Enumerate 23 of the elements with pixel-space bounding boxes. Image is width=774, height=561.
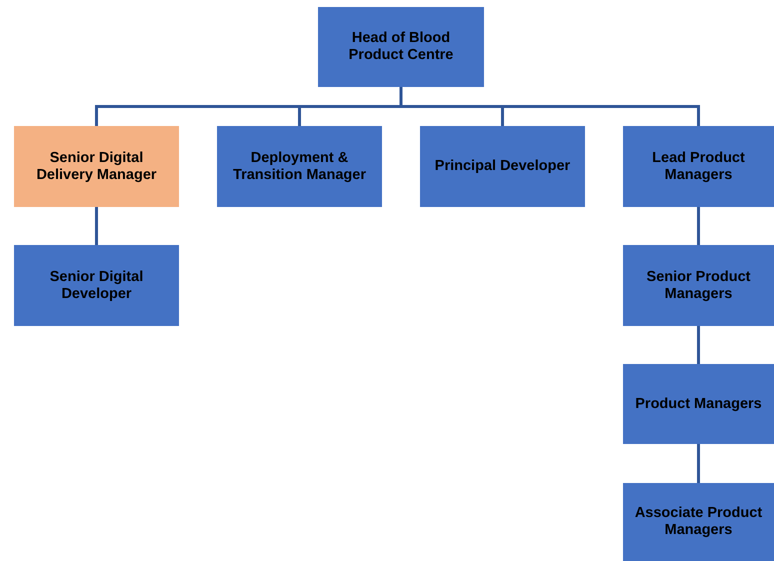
connector-line	[697, 207, 700, 245]
role-title: Lead Product Managers	[651, 150, 746, 184]
role-box	[14, 245, 179, 326]
connector-line	[95, 207, 98, 245]
role-box	[623, 245, 774, 326]
role-box	[14, 126, 179, 207]
connector-line	[697, 326, 700, 364]
role-box	[623, 364, 774, 444]
role-box	[623, 126, 774, 207]
connector-line	[400, 87, 700, 126]
role-title: Product Managers	[635, 396, 762, 412]
role-box	[318, 7, 484, 87]
role-title: Principal Developer	[434, 158, 570, 175]
role-box	[623, 483, 774, 561]
role-title: Senior Product Managers	[646, 268, 752, 302]
connector-line	[697, 444, 700, 483]
role-box	[217, 126, 382, 207]
role-title: Senior Digital Developer	[48, 268, 144, 302]
role-title: Deployment & Transition Manager	[232, 150, 367, 184]
role-title: Head of Blood Product Centre	[348, 30, 454, 64]
role-box	[420, 126, 585, 207]
role-title: Senior Digital Delivery Manager	[35, 150, 158, 184]
role-title: Associate Product Managers	[634, 505, 764, 539]
